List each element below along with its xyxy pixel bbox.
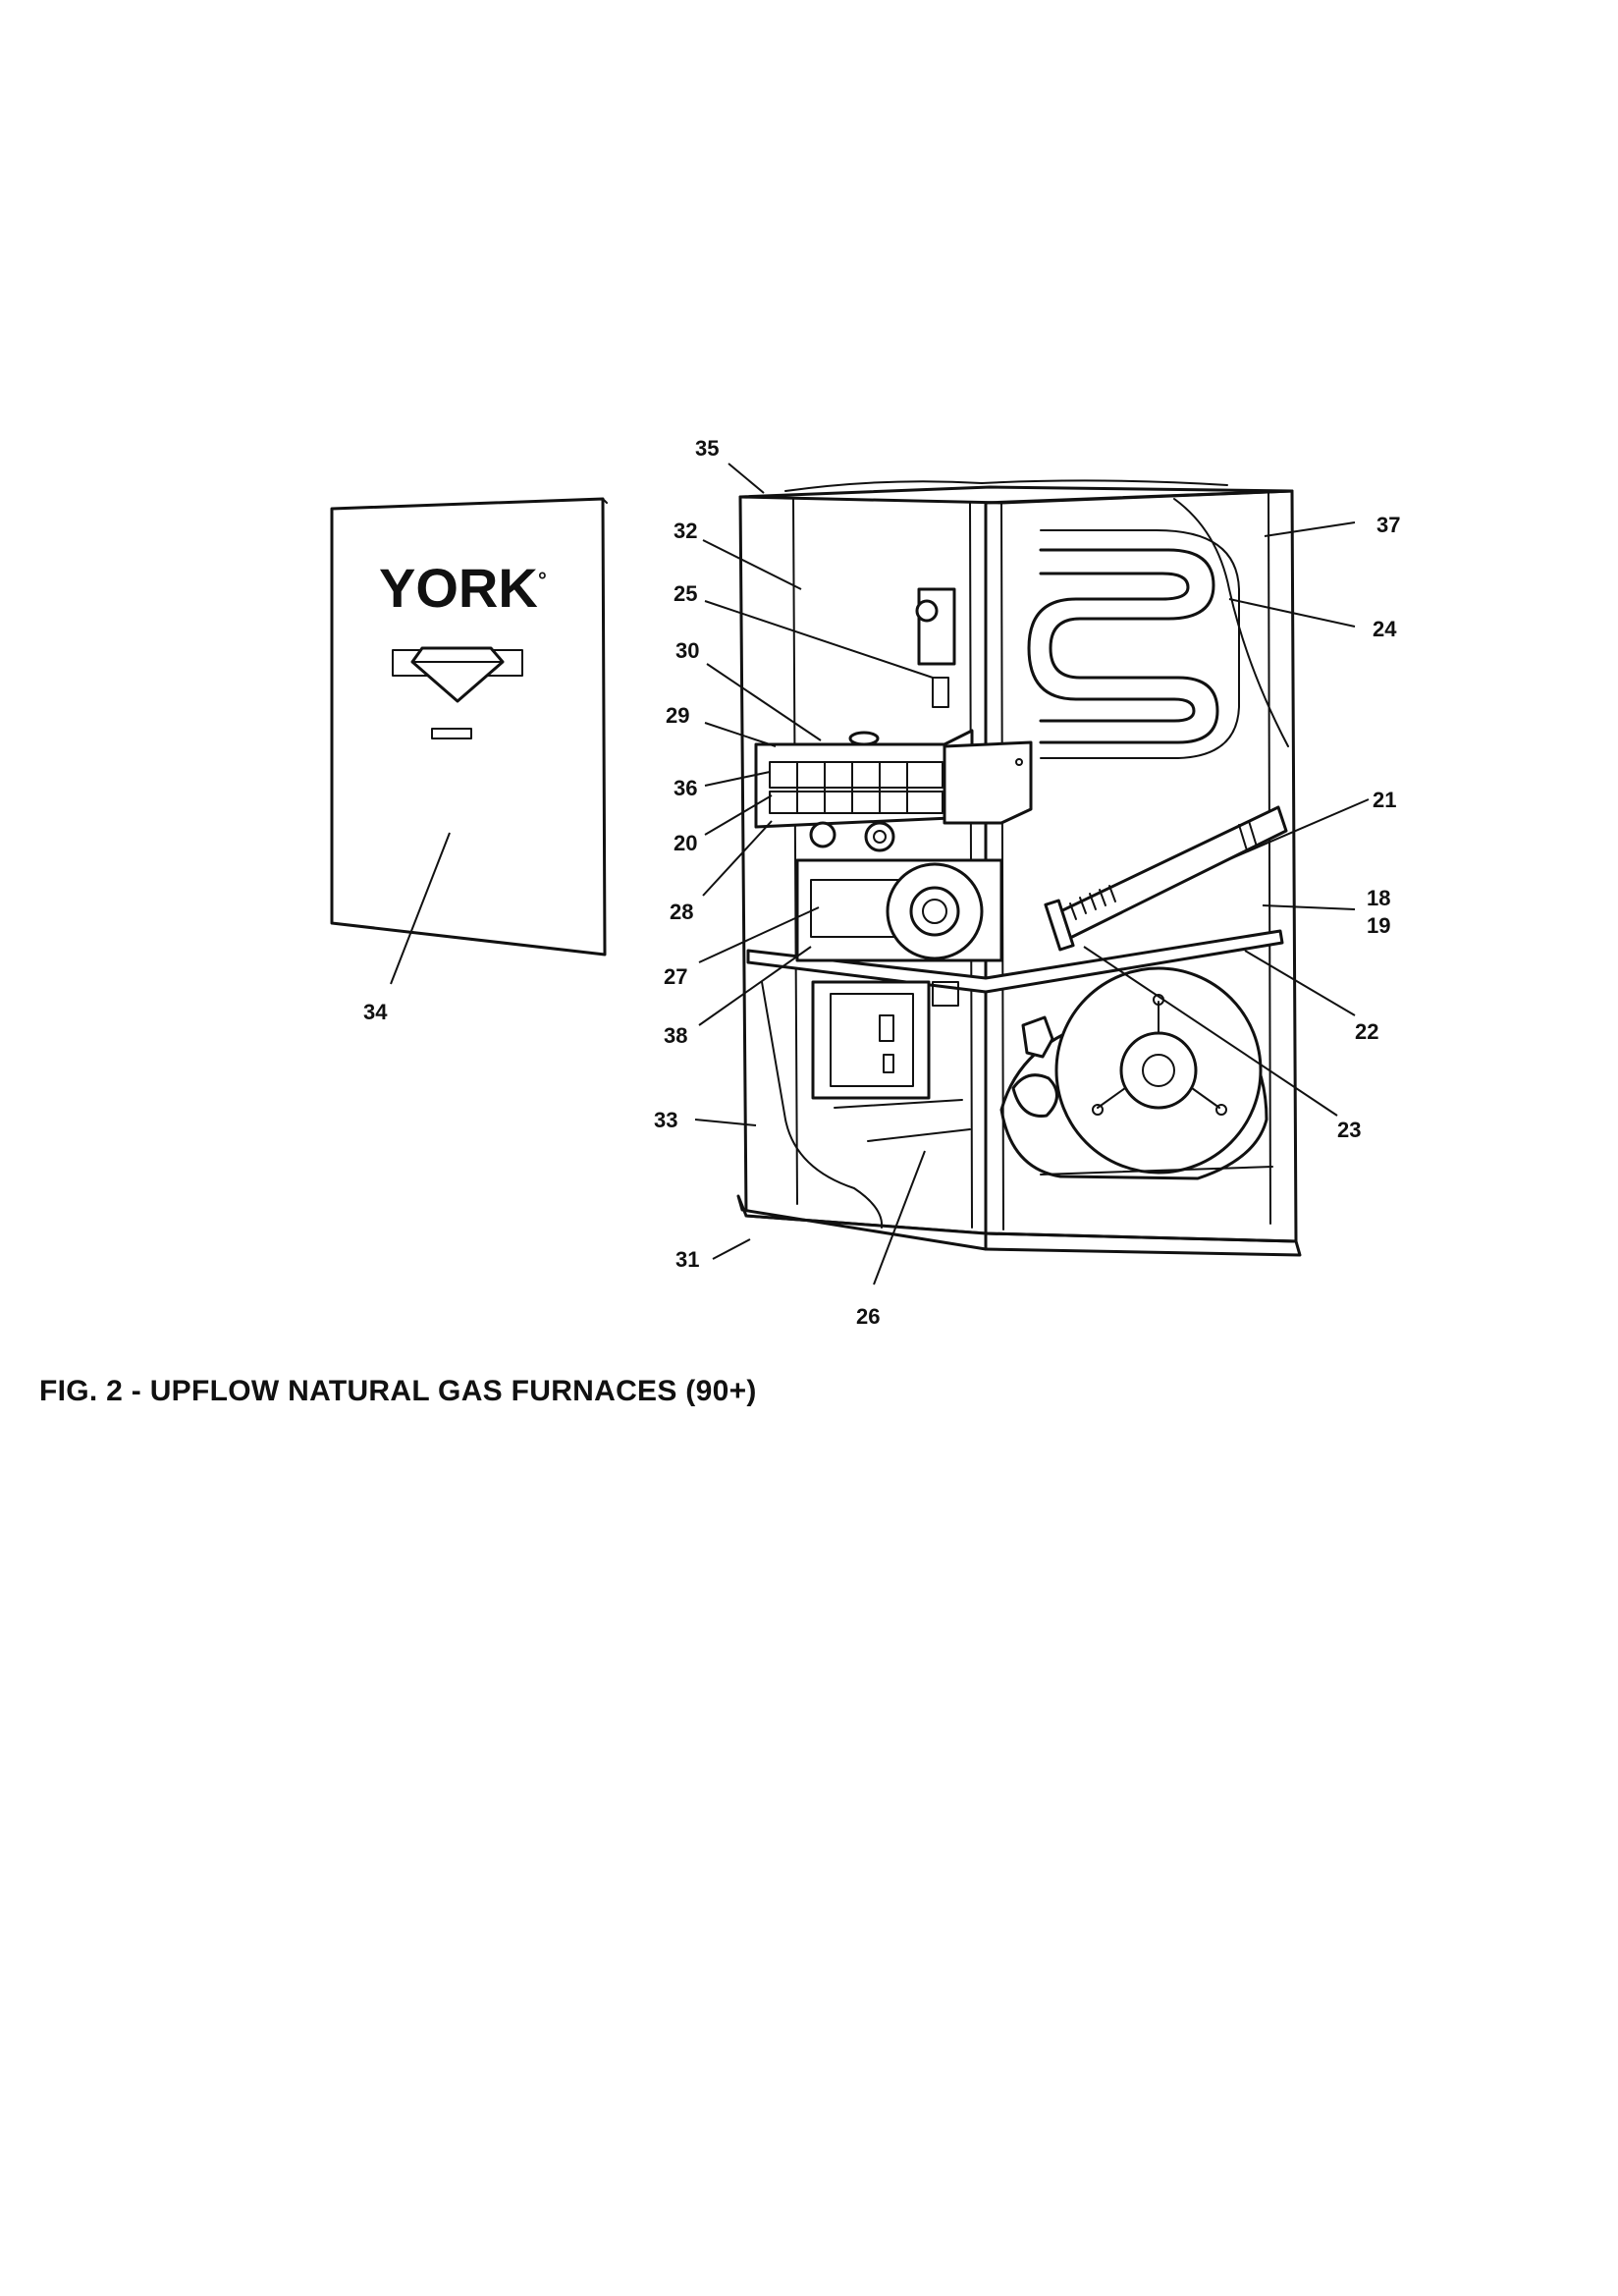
york-logo-mark: °	[538, 568, 547, 592]
callout-28: 28	[670, 900, 693, 924]
leader-lines	[390, 463, 1370, 1285]
callout-27: 27	[664, 964, 687, 989]
circulating-blower	[999, 966, 1273, 1180]
callout-36: 36	[674, 776, 697, 800]
bottom-rail	[867, 1128, 971, 1142]
burner-assembly	[754, 587, 1033, 852]
callout-22: 22	[1355, 1019, 1378, 1044]
callout-23: 23	[1337, 1118, 1361, 1142]
callout-38: 38	[664, 1023, 687, 1048]
callout-29: 29	[666, 703, 689, 728]
callout-labels: 35 32 25 30 29 36 20 28 27 38 33 31 26 3…	[363, 436, 1400, 1329]
callout-26: 26	[856, 1304, 880, 1329]
callout-25: 25	[674, 581, 697, 606]
figure-caption: FIG. 2 - UPFLOW NATURAL GAS FURNACES (90…	[39, 1375, 757, 1407]
callout-37: 37	[1376, 513, 1400, 537]
callout-30: 30	[675, 638, 699, 663]
york-logo-text: YORK	[379, 557, 538, 619]
callout-20: 20	[674, 831, 697, 855]
heat-exchanger-coils	[1027, 498, 1289, 759]
callout-35: 35	[695, 436, 719, 461]
callout-21: 21	[1373, 788, 1396, 812]
drain-tube	[1044, 805, 1288, 952]
callout-19: 19	[1367, 913, 1390, 938]
wiring-harness	[761, 981, 884, 1229]
inducer-blower	[795, 858, 1003, 962]
callout-31: 31	[675, 1247, 699, 1272]
callout-34: 34	[363, 1000, 388, 1024]
callout-18: 18	[1367, 886, 1390, 910]
callout-32: 32	[674, 519, 697, 543]
control-box	[811, 980, 963, 1109]
callout-33: 33	[654, 1108, 677, 1132]
callout-24: 24	[1373, 617, 1397, 641]
york-diamond-icon	[392, 646, 523, 703]
door-handle-slot	[431, 728, 472, 739]
door-panel: YORK °	[330, 497, 608, 957]
